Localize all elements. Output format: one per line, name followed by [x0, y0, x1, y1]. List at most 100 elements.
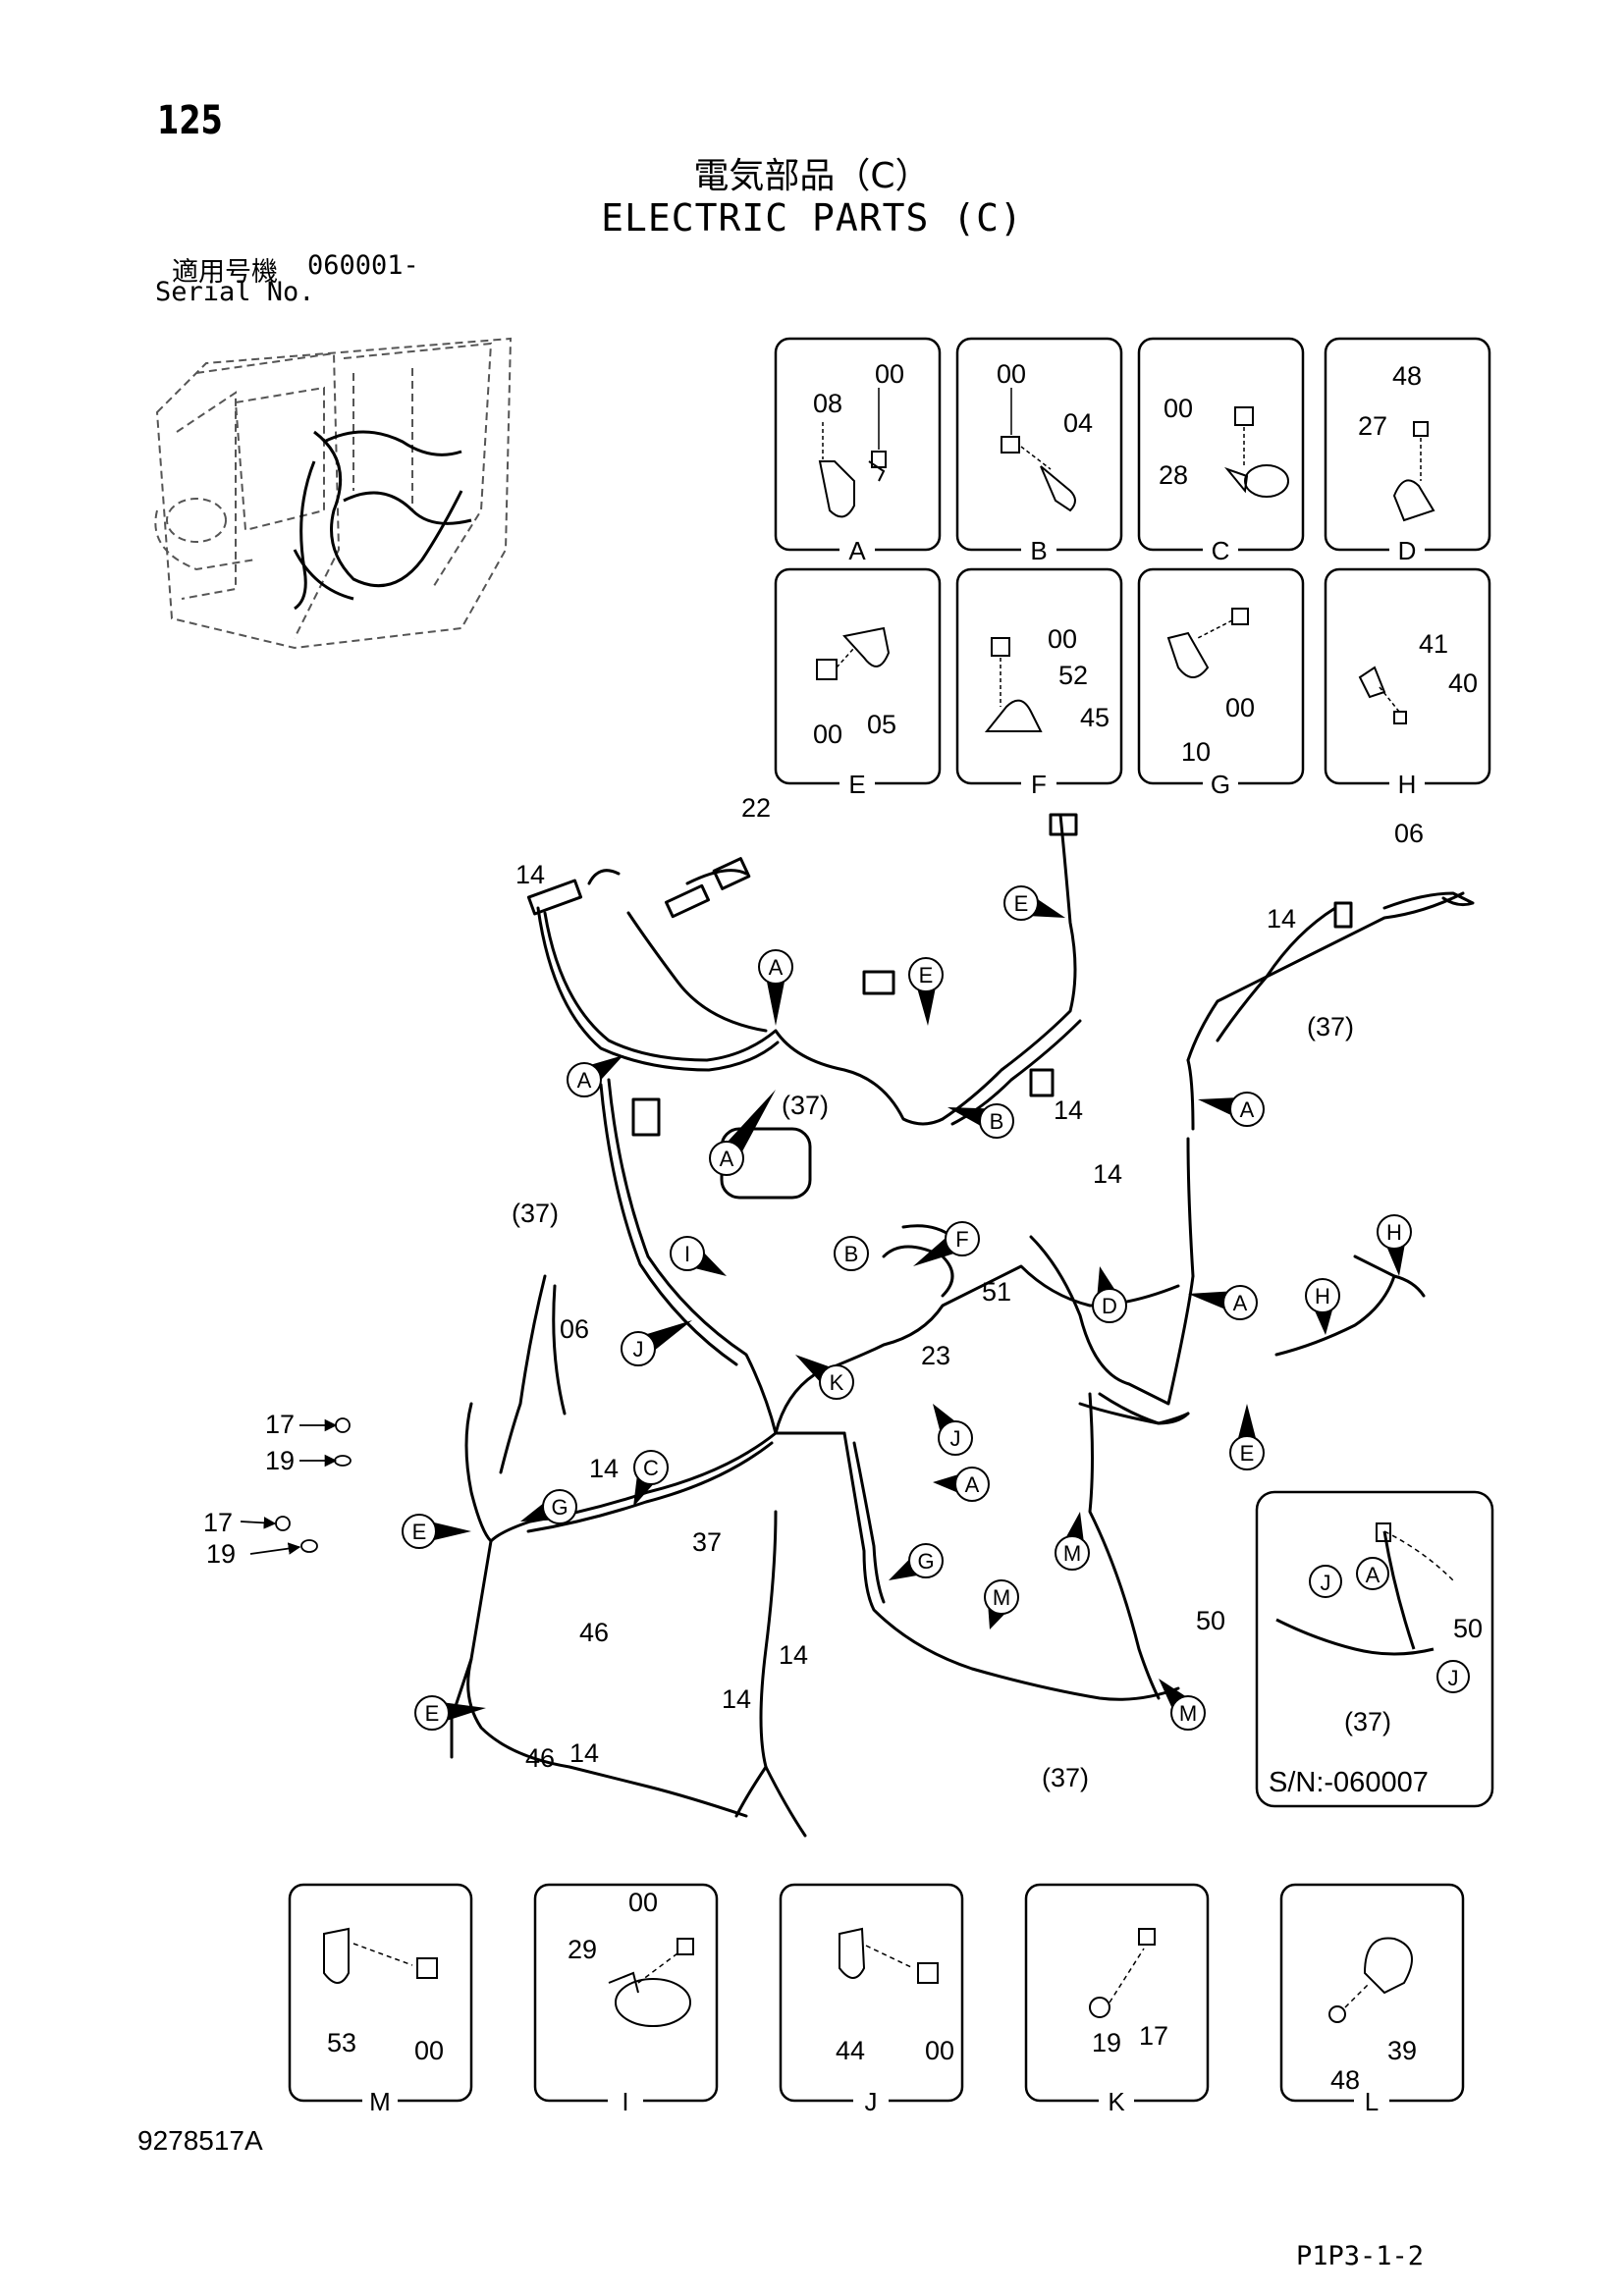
callout-circle	[954, 1467, 990, 1502]
part-number-label: 46	[579, 1618, 609, 1647]
part-number-label: 14	[569, 1738, 599, 1768]
callout-marker: D	[1092, 1266, 1127, 1323]
callout-pointer	[728, 1090, 776, 1152]
part-number-label: (37)	[1042, 1763, 1089, 1792]
callout-letter: G	[551, 1495, 568, 1520]
callout-pointer	[767, 982, 785, 1026]
part-number-label: 23	[921, 1341, 950, 1370]
callout-marker: A	[1198, 1092, 1265, 1127]
callout-letter: E	[1240, 1441, 1255, 1466]
callout-pointer	[1032, 899, 1065, 918]
callout-marker: H	[1305, 1278, 1340, 1335]
box-letter-bg	[1389, 770, 1425, 797]
callout-marker: I	[670, 1236, 727, 1276]
callout-pointer	[947, 1107, 985, 1126]
detail-box-B	[955, 337, 1123, 552]
callout-circle	[1003, 885, 1039, 921]
callout-letter: J	[950, 1426, 961, 1451]
inset-callout-letter: A	[1366, 1563, 1380, 1587]
callout-circle	[1305, 1278, 1340, 1313]
part-number-label: 10	[1181, 737, 1211, 767]
detail-box-A	[774, 337, 942, 552]
part-number-label: 14	[722, 1684, 751, 1714]
callout-marker: A	[1188, 1285, 1258, 1320]
inset-part-label: 50	[1453, 1614, 1483, 1643]
box-letter-bg	[1099, 2087, 1134, 2114]
callout-circle	[1222, 1285, 1258, 1320]
callout-pointer	[520, 1503, 550, 1522]
part-number-label: 17	[1139, 2021, 1168, 2051]
callout-circle	[402, 1514, 437, 1549]
part-number-label: 05	[867, 710, 896, 739]
detail-box-letter: L	[1365, 2087, 1379, 2116]
part-number-label: 14	[1093, 1159, 1122, 1189]
callout-letter: A	[965, 1472, 980, 1497]
detail-box-G	[1137, 567, 1305, 785]
callout-letter: C	[643, 1456, 659, 1480]
callout-pointer	[913, 1238, 954, 1266]
callout-pointer	[933, 1474, 958, 1493]
detail-box-K	[1024, 1883, 1210, 2103]
detail-box-letter: A	[848, 536, 866, 565]
box-letter-bg	[1021, 536, 1056, 563]
callout-letter: I	[684, 1242, 690, 1266]
callout-circle	[414, 1695, 450, 1731]
box-letter-bg	[853, 2087, 889, 2114]
part-number-label: 04	[1063, 408, 1093, 438]
callout-letter: A	[1240, 1097, 1255, 1122]
callout-marker: A	[933, 1467, 990, 1502]
part-number-label: 08	[813, 389, 842, 418]
part-number-label: 22	[741, 793, 771, 823]
box-letter-bg	[1389, 536, 1425, 563]
callout-letter: A	[577, 1068, 592, 1093]
callout-letter: E	[1014, 891, 1029, 916]
callout-pointer	[917, 988, 936, 1026]
callout-pointer	[1315, 1309, 1333, 1335]
part-number-label: (37)	[1307, 1012, 1354, 1041]
callout-letter: M	[1063, 1541, 1081, 1566]
box-letter-bg	[1203, 770, 1238, 797]
part-number-label: 00	[997, 359, 1026, 389]
detail-box-letter: M	[369, 2087, 391, 2116]
detail-box-F	[955, 567, 1123, 785]
box-letter-bg	[608, 2087, 643, 2114]
callout-circle	[908, 957, 944, 992]
inset-callout-circle	[1436, 1660, 1470, 1693]
box-letter-bg	[1354, 2087, 1389, 2114]
callout-marker: J	[621, 1320, 692, 1366]
detail-box-E	[774, 567, 942, 785]
part-number-label: 00	[628, 1888, 658, 1917]
part-number-label: 51	[982, 1277, 1011, 1307]
callout-circle	[1092, 1288, 1127, 1323]
callout-marker: J	[933, 1404, 973, 1456]
part-number-label: 00	[813, 720, 842, 749]
callout-circle	[938, 1420, 973, 1456]
detail-box-letter: G	[1211, 770, 1230, 799]
callout-circle	[758, 949, 793, 985]
part-number-label: 19	[206, 1539, 236, 1569]
part-number-label: 19	[265, 1446, 295, 1475]
detail-box-M	[288, 1883, 473, 2103]
part-number-label: 17	[203, 1508, 233, 1537]
serial-label-english: Serial No.	[155, 277, 315, 307]
part-number-label: 27	[1358, 411, 1387, 441]
callout-marker: K	[795, 1355, 854, 1400]
callout-pointer	[1386, 1245, 1405, 1276]
callout-circle	[621, 1331, 656, 1366]
callout-marker: A	[709, 1090, 776, 1176]
callout-circle	[834, 1236, 869, 1271]
callout-marker: F	[913, 1221, 980, 1266]
callout-circle	[1170, 1695, 1206, 1731]
callout-letter: E	[425, 1701, 440, 1726]
callout-letter: A	[720, 1147, 734, 1171]
inset-serial-note: S/N:-060007	[1269, 1767, 1429, 1798]
part-number-label: 29	[568, 1935, 597, 1964]
part-number-label: 45	[1080, 703, 1110, 732]
part-number-label: 37	[692, 1527, 722, 1557]
page-reference: P1P3-1-2	[1296, 2241, 1425, 2271]
serial-value: 060001-	[307, 250, 419, 281]
part-number-label: 00	[1225, 693, 1255, 722]
part-number-label: 00	[925, 2036, 954, 2065]
overview-harness	[293, 430, 472, 611]
